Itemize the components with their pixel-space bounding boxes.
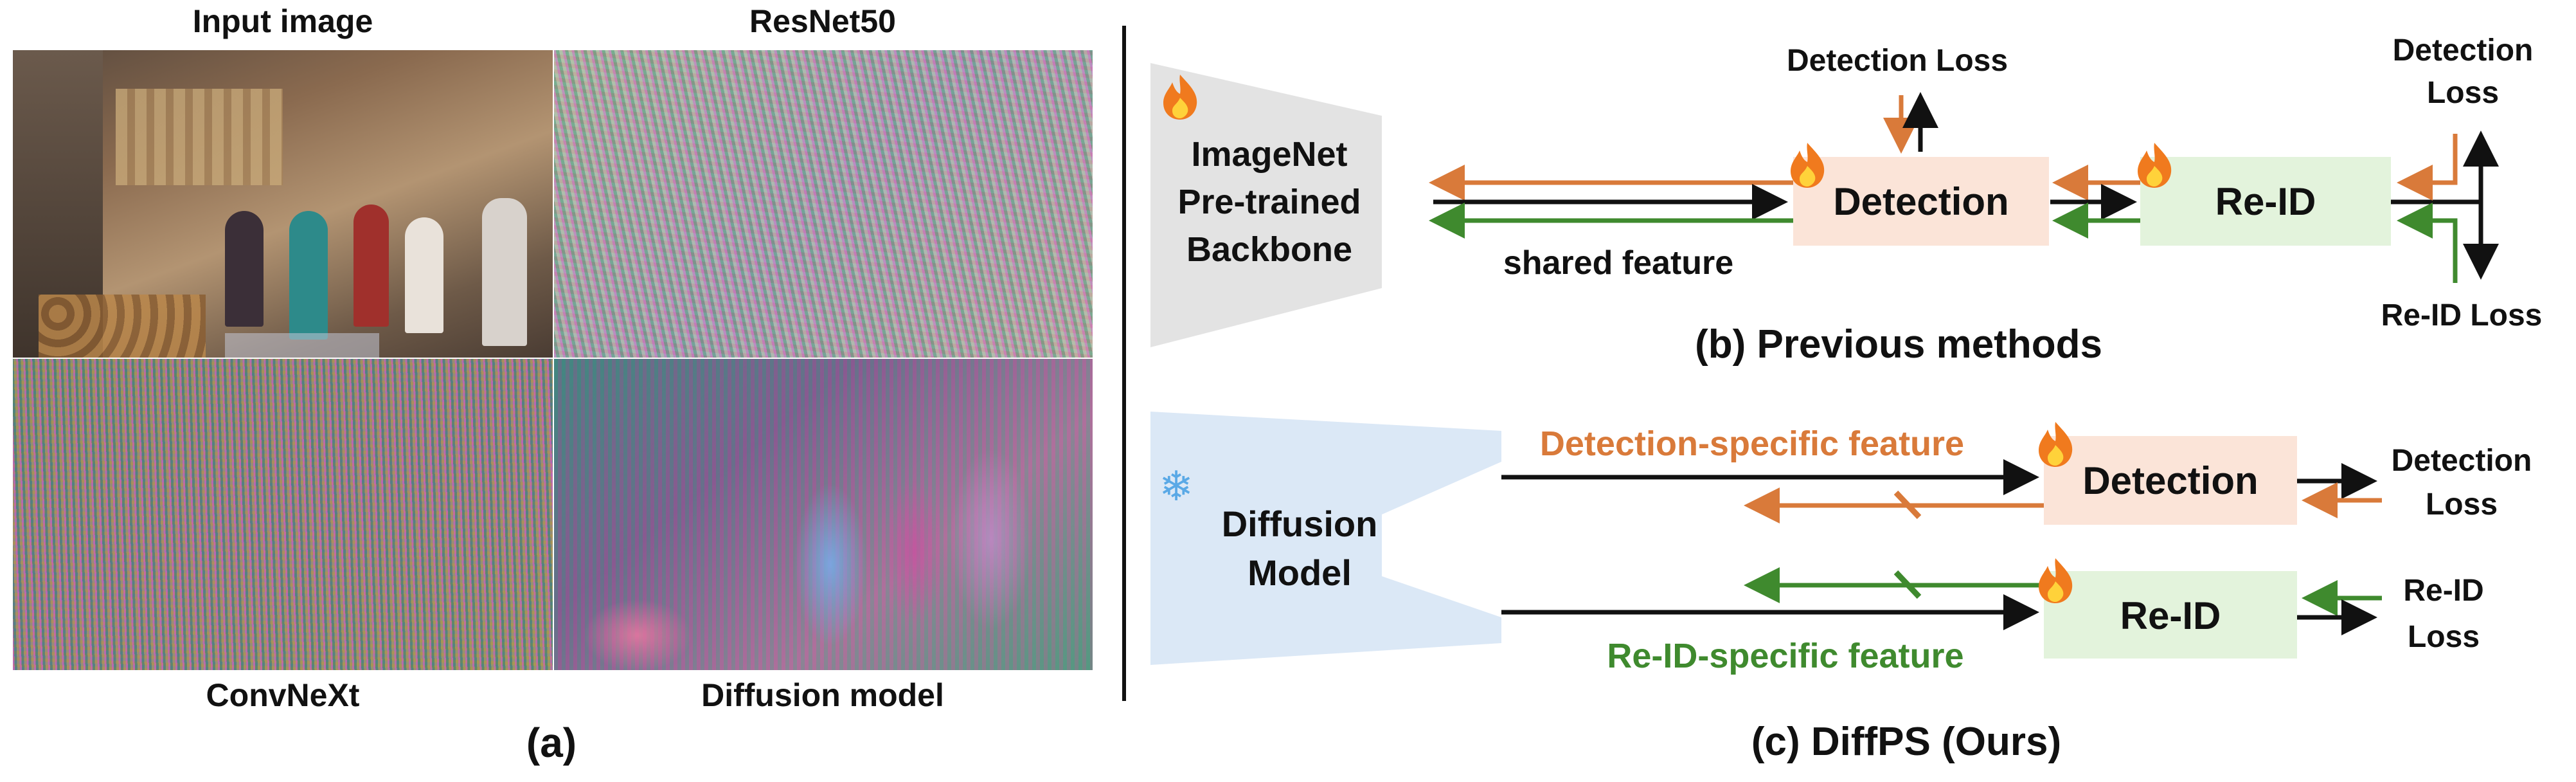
detection-box-label: Detection [1833,180,2008,223]
reid-specific-feature-label: Re-ID-specific feature [1607,637,1963,675]
resnet50-feature-map [554,50,1093,358]
backbone-line-2: Pre-trained [1177,183,1361,221]
detection-loss-c-line-1: Detection [2392,444,2532,478]
panel-a-caption: (a) [526,720,577,766]
panel-divider [1122,26,1126,701]
reid-loss-c-line-2: Loss [2408,620,2480,654]
convnext-title: ConvNeXt [206,677,360,713]
fire-icon [2039,558,2073,603]
detection-loss-right-line-2: Loss [2427,76,2499,110]
convnext-feature-map [13,359,553,670]
diffusion-model-shape [1150,412,1501,665]
fire-icon [2138,143,2172,188]
diffusion-model-line-1: Diffusion [1222,504,1378,544]
shared-feature-label: shared feature [1503,244,1733,282]
detection-loss-c-line-2: Loss [2426,487,2498,522]
reid-box-label: Re-ID [2215,180,2316,223]
diffusion-model-line-2: Model [1248,552,1352,593]
reid-box-c [2044,571,2297,659]
reid-box-c-label: Re-ID [2120,594,2221,637]
reid-box [2140,157,2391,246]
detection-specific-feature-label: Detection-specific feature [1540,424,1964,463]
fire-icon [1791,143,1825,188]
green-arrow-loss-to-reid [2397,203,2458,283]
orange-arrow-loss-to-reid [2397,134,2458,201]
resnet50-title: ResNet50 [749,3,896,39]
snowflake-icon: ❄ [1159,463,1194,509]
detection-loss-right-line-1: Detection [2393,33,2534,68]
panel-b-caption: (b) Previous methods [1695,322,2102,367]
input-image-title: Input image [192,3,373,39]
detection-box-c-label: Detection [2082,459,2258,502]
detection-box [1793,157,2049,246]
backbone-line-3: Backbone [1186,230,1352,269]
backbone-line-1: ImageNet [1191,135,1347,174]
reid-loss-c-line-1: Re-ID [2403,574,2483,608]
diffusion-model-feature-map [554,359,1093,670]
reid-loss-label: Re-ID Loss [2381,298,2543,332]
orange-stop-gradient-mark [1893,490,1922,520]
diffusion-model-title: Diffusion model [701,677,944,713]
input-image [13,50,553,358]
detection-loss-top-label: Detection Loss [1787,44,2008,78]
panel-c-caption: (c) DiffPS (Ours) [1751,720,2061,764]
fire-icon [2039,422,2073,467]
detection-box-c [2044,436,2297,525]
pretrained-backbone-shape [1150,63,1382,347]
green-stop-gradient-mark [1893,570,1922,599]
